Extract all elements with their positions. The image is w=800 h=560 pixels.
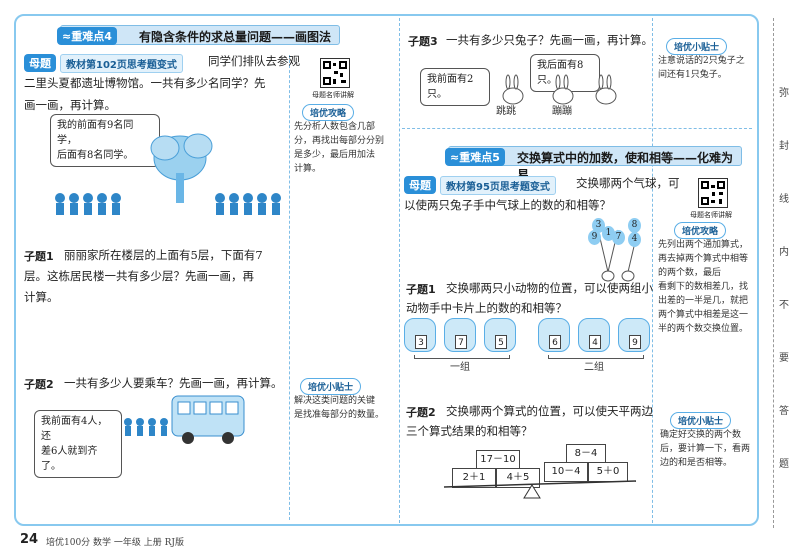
sq1-text-2: 动物手中卡片上的数的和相等？	[406, 301, 567, 315]
page-number: 24	[20, 532, 39, 547]
animal-card-6[interactable]: 9	[618, 318, 650, 352]
rabbit-bubble-left: 我前面有2只。	[420, 68, 490, 106]
animals-row: 3 7 5 6 4 9	[404, 318, 650, 358]
qr-caption-left: 母题名师讲解	[312, 91, 354, 99]
q3-label: 子题3	[408, 35, 438, 48]
rabbit-name-1: 跳跳	[496, 106, 516, 117]
balloon-5[interactable]: 8	[628, 218, 641, 233]
column-divider-center	[399, 18, 400, 523]
sq2-text-1: 交换哪两个算式的位置，可以使天平两边	[446, 404, 653, 418]
point5-label: ≈重难点5	[445, 148, 505, 166]
page-frame	[14, 14, 759, 526]
scale-right-bottom-1[interactable]: 10－4	[544, 462, 588, 482]
scale-beam	[443, 480, 637, 499]
tip5-text: 确定好交换的两个数 后，要计算一下，看两 边的和是否相等。	[660, 430, 751, 468]
q1-text-2: 层。这栋居民楼一共有多少层？先画一画，再	[24, 269, 254, 283]
scale-right-bottom-2[interactable]: 5＋0	[588, 462, 628, 482]
section-divider	[402, 128, 752, 129]
scale-left-bottom-2[interactable]: 4＋5	[496, 468, 540, 488]
mu-text-right-2: 以使两只兔子手中气球上的数的和相等？	[404, 198, 611, 212]
animal-card-3[interactable]: 5	[484, 318, 516, 352]
bus-illustration	[124, 395, 245, 444]
animal-card-2[interactable]: 7	[444, 318, 476, 352]
qr-code-right[interactable]	[698, 178, 728, 208]
q2-text: 一共有多少人要乘车？先画一画，再计算。	[64, 376, 283, 390]
group2-bracket	[548, 355, 644, 359]
sq2-text-2: 三个算式结果的和相等？	[406, 424, 533, 438]
sq1-text-1: 交换哪两只小动物的位置，可以使两组小	[446, 281, 653, 295]
balloon-6[interactable]: 4	[628, 232, 641, 247]
column-divider-right	[652, 18, 653, 523]
side-seal-text: 弥 封 线 内 不 要 答 题	[779, 88, 789, 470]
speech-bubble-museum: 我的前面有9名同学， 后面有8名同学。	[50, 114, 160, 167]
scale-left-top[interactable]: 17－10	[476, 450, 520, 470]
group2-label: 二组	[584, 362, 604, 373]
qr-icon	[323, 61, 347, 85]
balloons-illustration: 3 1 9 7 8 4	[588, 214, 641, 282]
tip1-label: 培优攻略	[302, 104, 355, 121]
point4-label: ≈重难点4	[57, 27, 117, 45]
tip2-text: 解决这类问题的关键 是找准每部分的数量。	[294, 396, 385, 420]
mu-text-left-3: 画一画，再计算。	[24, 98, 116, 112]
rabbit-name-2: 蹦蹦	[552, 106, 572, 117]
tip4-text: 先列出两个通加算式， 再去掉两个算式中相等 的两个数，最后 看剩下的数相差几，找…	[658, 240, 749, 334]
qr-code-left[interactable]	[320, 58, 350, 88]
scale-right-top[interactable]: 8－4	[566, 444, 606, 464]
group1-bracket	[414, 355, 510, 359]
qr-caption-right: 母题名师讲解	[690, 211, 732, 219]
group1-label: 一组	[450, 362, 470, 373]
students-queue-illustration	[55, 133, 281, 215]
mu-badge-right: 母题	[404, 176, 436, 194]
tip1-text: 先分析人数包含几部 分，再找出每部分分别 是多少，最后用加法 计算。	[294, 122, 385, 174]
animal-card-1[interactable]: 3	[404, 318, 436, 352]
point4-title: 有隐含条件的求总量问题——画图法	[139, 30, 332, 44]
q1-text-3: 计算。	[24, 290, 59, 304]
mu-source-left: 教材第102页思考题变式	[60, 54, 183, 73]
q2-label: 子题2	[24, 378, 54, 391]
sq2-label: 子题2	[406, 406, 436, 419]
scale-left-bottom-1[interactable]: 2＋1	[452, 468, 496, 488]
mu-badge-left: 母题	[24, 54, 56, 72]
footer-info: 培优100分 数学 一年级 上册 RJ版	[46, 538, 185, 548]
sq1-label: 子题1	[406, 283, 436, 296]
q1-text-1: 丽丽家所在楼层的上面有5层，下面有7	[64, 248, 263, 262]
tip2-label: 培优小贴士	[300, 378, 362, 395]
balance-scale: 17－10 2＋1 4＋5 8－4 10－4 5＋0	[440, 444, 640, 500]
balloon-1[interactable]: 3	[592, 218, 605, 233]
mu-text-left-1: 同学们排队去参观	[208, 54, 300, 68]
tip3-text: 注意说话的2只兔子之 间还有1只兔子。	[658, 56, 745, 80]
q1-label: 子题1	[24, 250, 54, 263]
balloon-2[interactable]: 1	[602, 226, 615, 241]
mu-source-right: 教材第95页思考题变式	[440, 176, 556, 195]
balloon-3[interactable]: 9	[588, 230, 601, 245]
mu-text-right-1: 交换哪两个气球，可	[576, 176, 680, 190]
animal-card-4[interactable]: 6	[538, 318, 570, 352]
animal-card-5[interactable]: 4	[578, 318, 610, 352]
rabbits-illustration	[502, 74, 617, 105]
point5-header: ≈重难点5 交换算式中的加数，使和相等——化难为易	[445, 146, 742, 182]
q3-text: 一共有多少只兔子？先画一画，再计算。	[446, 33, 653, 47]
tip3-label: 培优小贴士	[666, 38, 728, 55]
balloon-4[interactable]: 7	[612, 230, 625, 245]
column-divider-left	[289, 55, 290, 520]
speech-bubble-bus: 我前面有4人，还 差6人就到齐了。	[34, 410, 122, 478]
point4-header: ≈重难点4 有隐含条件的求总量问题——画图法	[57, 25, 340, 45]
qr-icon	[701, 181, 725, 205]
tip5-label: 培优小贴士	[670, 412, 732, 429]
seal-line	[773, 18, 774, 528]
tip4-label: 培优攻略	[674, 222, 727, 239]
mu-text-left-2: 二里头夏都遗址博物馆。一共有多少名同学？先	[24, 76, 266, 90]
